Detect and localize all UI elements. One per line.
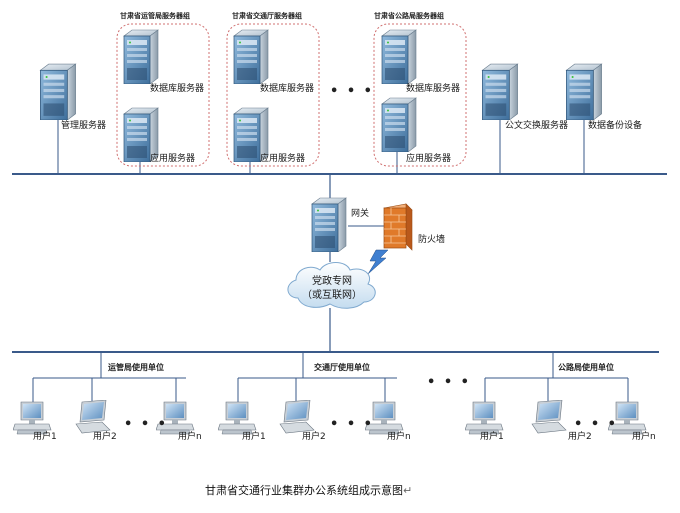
laptop-icon [531, 400, 567, 434]
document-exchange-server-label: 公文交换服务器 [505, 121, 569, 131]
laptop-icon [75, 400, 111, 434]
desktop-pc-icon [465, 401, 504, 435]
ellipsis-units: • • • [427, 375, 471, 390]
paragraph-mark: ↵ [403, 484, 413, 497]
gateway-label: 网关 [351, 209, 370, 219]
management-server-label: 管理服务器 [61, 121, 107, 131]
ellipsis-servers: • • • [330, 84, 374, 99]
connection-lines [12, 110, 667, 402]
database-server-label-3: 数据库服务器 [406, 84, 461, 94]
gateway-server-icon [311, 197, 347, 252]
laptop-icon [279, 400, 315, 434]
desktop-pc-icon [13, 401, 52, 435]
database-server-icon [123, 29, 159, 84]
firewall-label: 防火墙 [418, 235, 446, 245]
cloud-label-line1: 党政专网 [312, 276, 352, 287]
server-icons [39, 29, 603, 252]
cloud-label-line2: （或互联网） [302, 290, 362, 301]
user2-label-a: 用户2 [93, 432, 117, 442]
usern-label-b: 用户n [387, 432, 411, 442]
group-title-gonglu: 甘肃省公路局服务器组 [374, 12, 444, 20]
caption-text: 甘肃省交通行业集群办公系统组成示意图 [205, 484, 403, 497]
unit-label-yunguan: 运管局使用单位 [108, 363, 164, 372]
firewall-icon [383, 203, 413, 251]
database-server-icon [233, 29, 269, 84]
backup-server-icon [565, 63, 603, 120]
document-exchange-server-icon [481, 63, 519, 120]
management-server-icon [39, 63, 77, 120]
ellipsis-users-b: • • • [330, 417, 374, 432]
server-group-boxes [116, 23, 467, 167]
user1-label-c: 用户1 [480, 432, 504, 442]
ellipsis-users-a: • • • [124, 417, 168, 432]
unit-label-jiaotongting: 交通厅使用单位 [314, 363, 370, 372]
user2-label-c: 用户2 [568, 432, 592, 442]
group-title-yunguan: 甘肃省运管局服务器组 [120, 12, 190, 20]
database-server-label-2: 数据库服务器 [260, 84, 315, 94]
server-group-box [226, 23, 320, 167]
application-server-label-3: 应用服务器 [406, 154, 452, 164]
application-server-icon [381, 97, 417, 152]
application-server-label-2: 应用服务器 [260, 154, 306, 164]
usern-label-c: 用户n [632, 432, 656, 442]
user2-label-b: 用户2 [302, 432, 326, 442]
database-server-icon [381, 29, 417, 84]
user1-label-b: 用户1 [242, 432, 266, 442]
user1-label-a: 用户1 [33, 432, 57, 442]
backup-device-label: 数据备份设备 [588, 121, 643, 131]
database-server-label-1: 数据库服务器 [150, 84, 205, 94]
usern-label-a: 用户n [178, 432, 202, 442]
unit-label-gonglu: 公路局使用单位 [558, 363, 614, 372]
cloud-icon [287, 262, 376, 309]
group-title-jiaotongting: 甘肃省交通厅服务器组 [232, 12, 302, 20]
server-group-box [373, 23, 467, 167]
application-server-label-1: 应用服务器 [150, 154, 196, 164]
diagram-caption: 甘肃省交通行业集群办公系统组成示意图↵ [205, 484, 412, 497]
desktop-pc-icon [218, 401, 257, 435]
ellipsis-users-c: • • • [574, 417, 618, 432]
server-group-box [116, 23, 210, 167]
lightning-icon [367, 249, 389, 275]
